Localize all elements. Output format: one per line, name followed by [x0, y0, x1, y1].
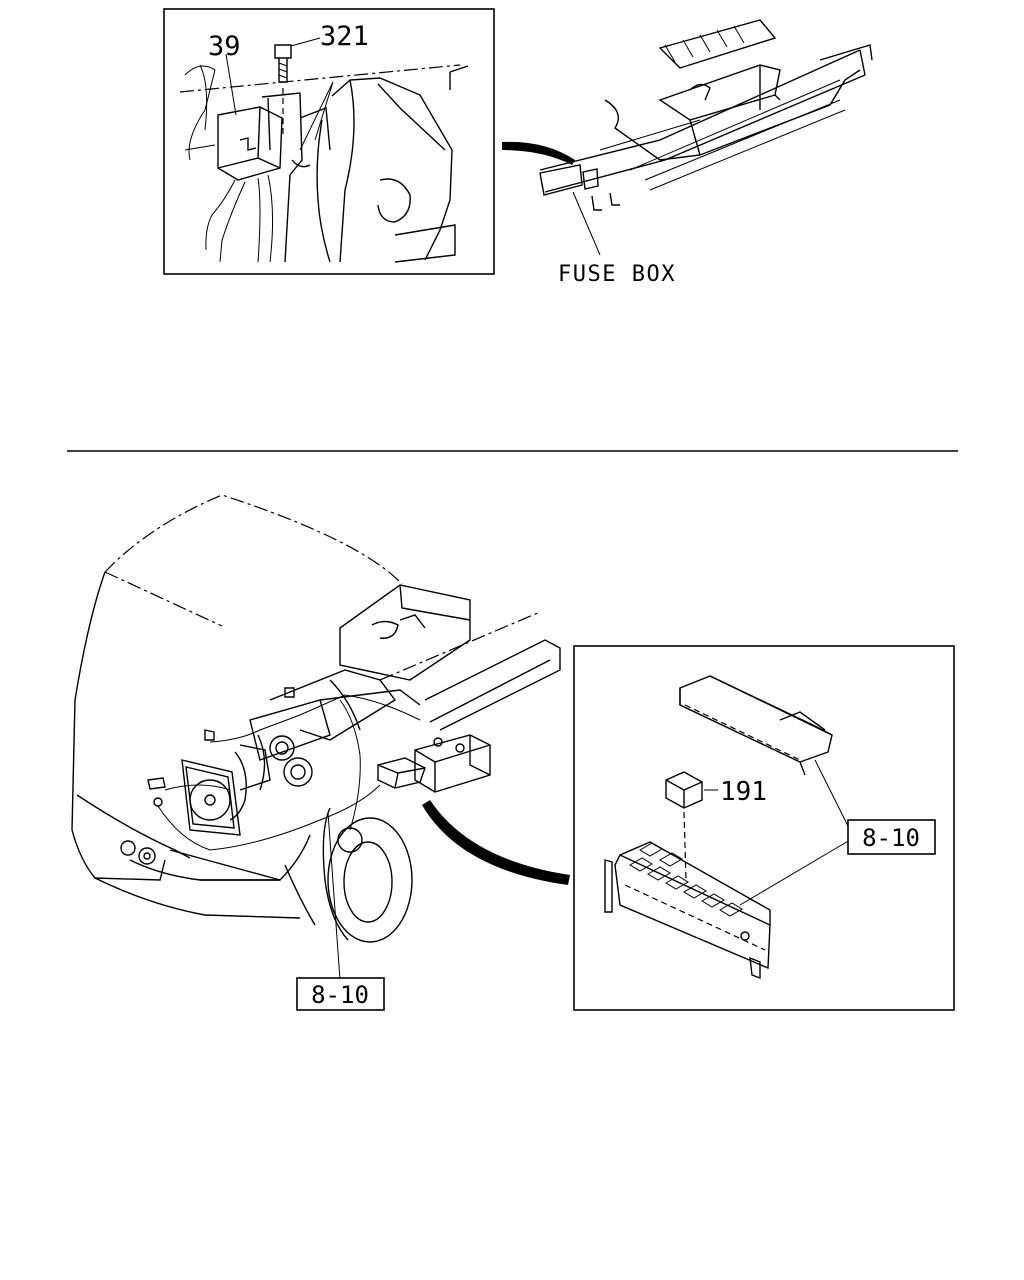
ref-box-main	[296, 977, 385, 1011]
fuse-box-label: FUSE BOX	[558, 262, 676, 287]
vehicle-chassis-drawing	[71, 494, 561, 981]
part-number-39: 39	[208, 31, 241, 62]
inset-relay-bracket-drawing	[179, 37, 469, 263]
part-number-321: 321	[320, 21, 369, 52]
locator-arrow-top	[502, 141, 575, 165]
part-number-191: 191	[720, 777, 767, 807]
fuse-box-location-drawing	[539, 19, 873, 256]
top-inset-frame	[163, 8, 495, 275]
ref-label-main: 8-10	[311, 981, 369, 1009]
fuse-box-detail-drawing	[604, 675, 851, 980]
locator-arrow-bottom	[422, 800, 570, 885]
ref-box-detail	[847, 819, 936, 855]
ref-label-detail: 8-10	[862, 824, 920, 852]
detail-frame	[573, 645, 955, 1011]
